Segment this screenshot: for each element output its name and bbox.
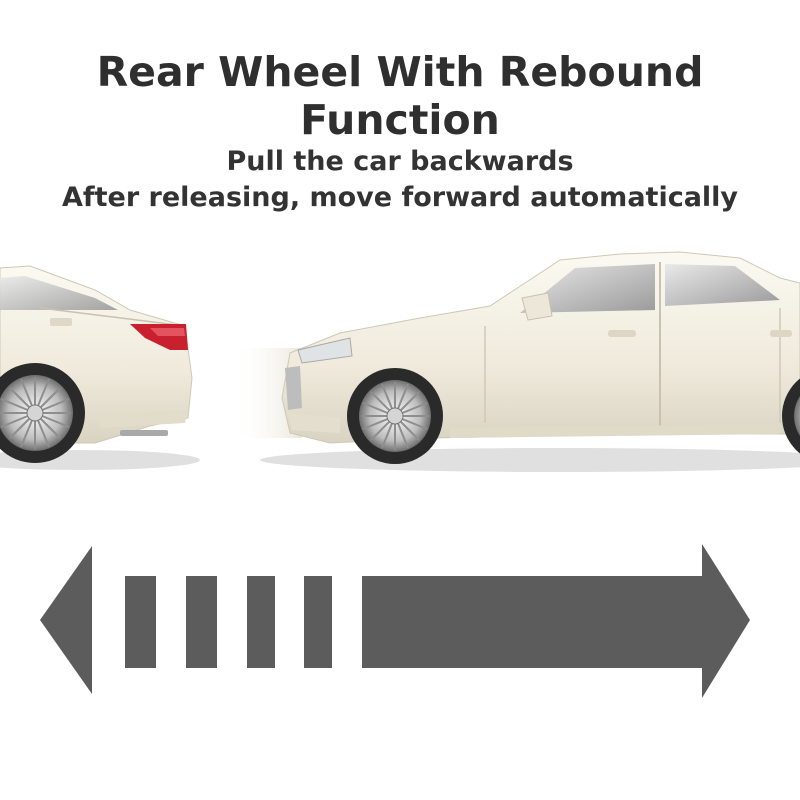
rear-window (665, 264, 780, 306)
arrow-right-icon (362, 544, 750, 698)
direction-arrow (40, 544, 750, 698)
right-car-front-wheel (347, 368, 443, 464)
right-car-rear-wheel (782, 378, 800, 454)
right-car-front (260, 251, 800, 472)
instruction-line-2: After releasing, move forward automatica… (61, 182, 739, 213)
arrow-left-icon (40, 546, 92, 694)
instruction-line-1: Pull the car backwards (226, 146, 574, 177)
page-title: Rear Wheel With Rebound Function (96, 48, 704, 144)
dash-4 (304, 576, 332, 668)
dash-3 (247, 576, 275, 668)
front-window (520, 264, 655, 313)
dash-1 (125, 576, 156, 668)
car-scene (0, 251, 800, 472)
left-car-rear (0, 265, 200, 470)
left-car-wheel (0, 363, 85, 463)
headlight (297, 337, 353, 364)
instructions: Pull the car backwards After releasing, … (0, 144, 800, 216)
dash-2 (186, 576, 217, 668)
